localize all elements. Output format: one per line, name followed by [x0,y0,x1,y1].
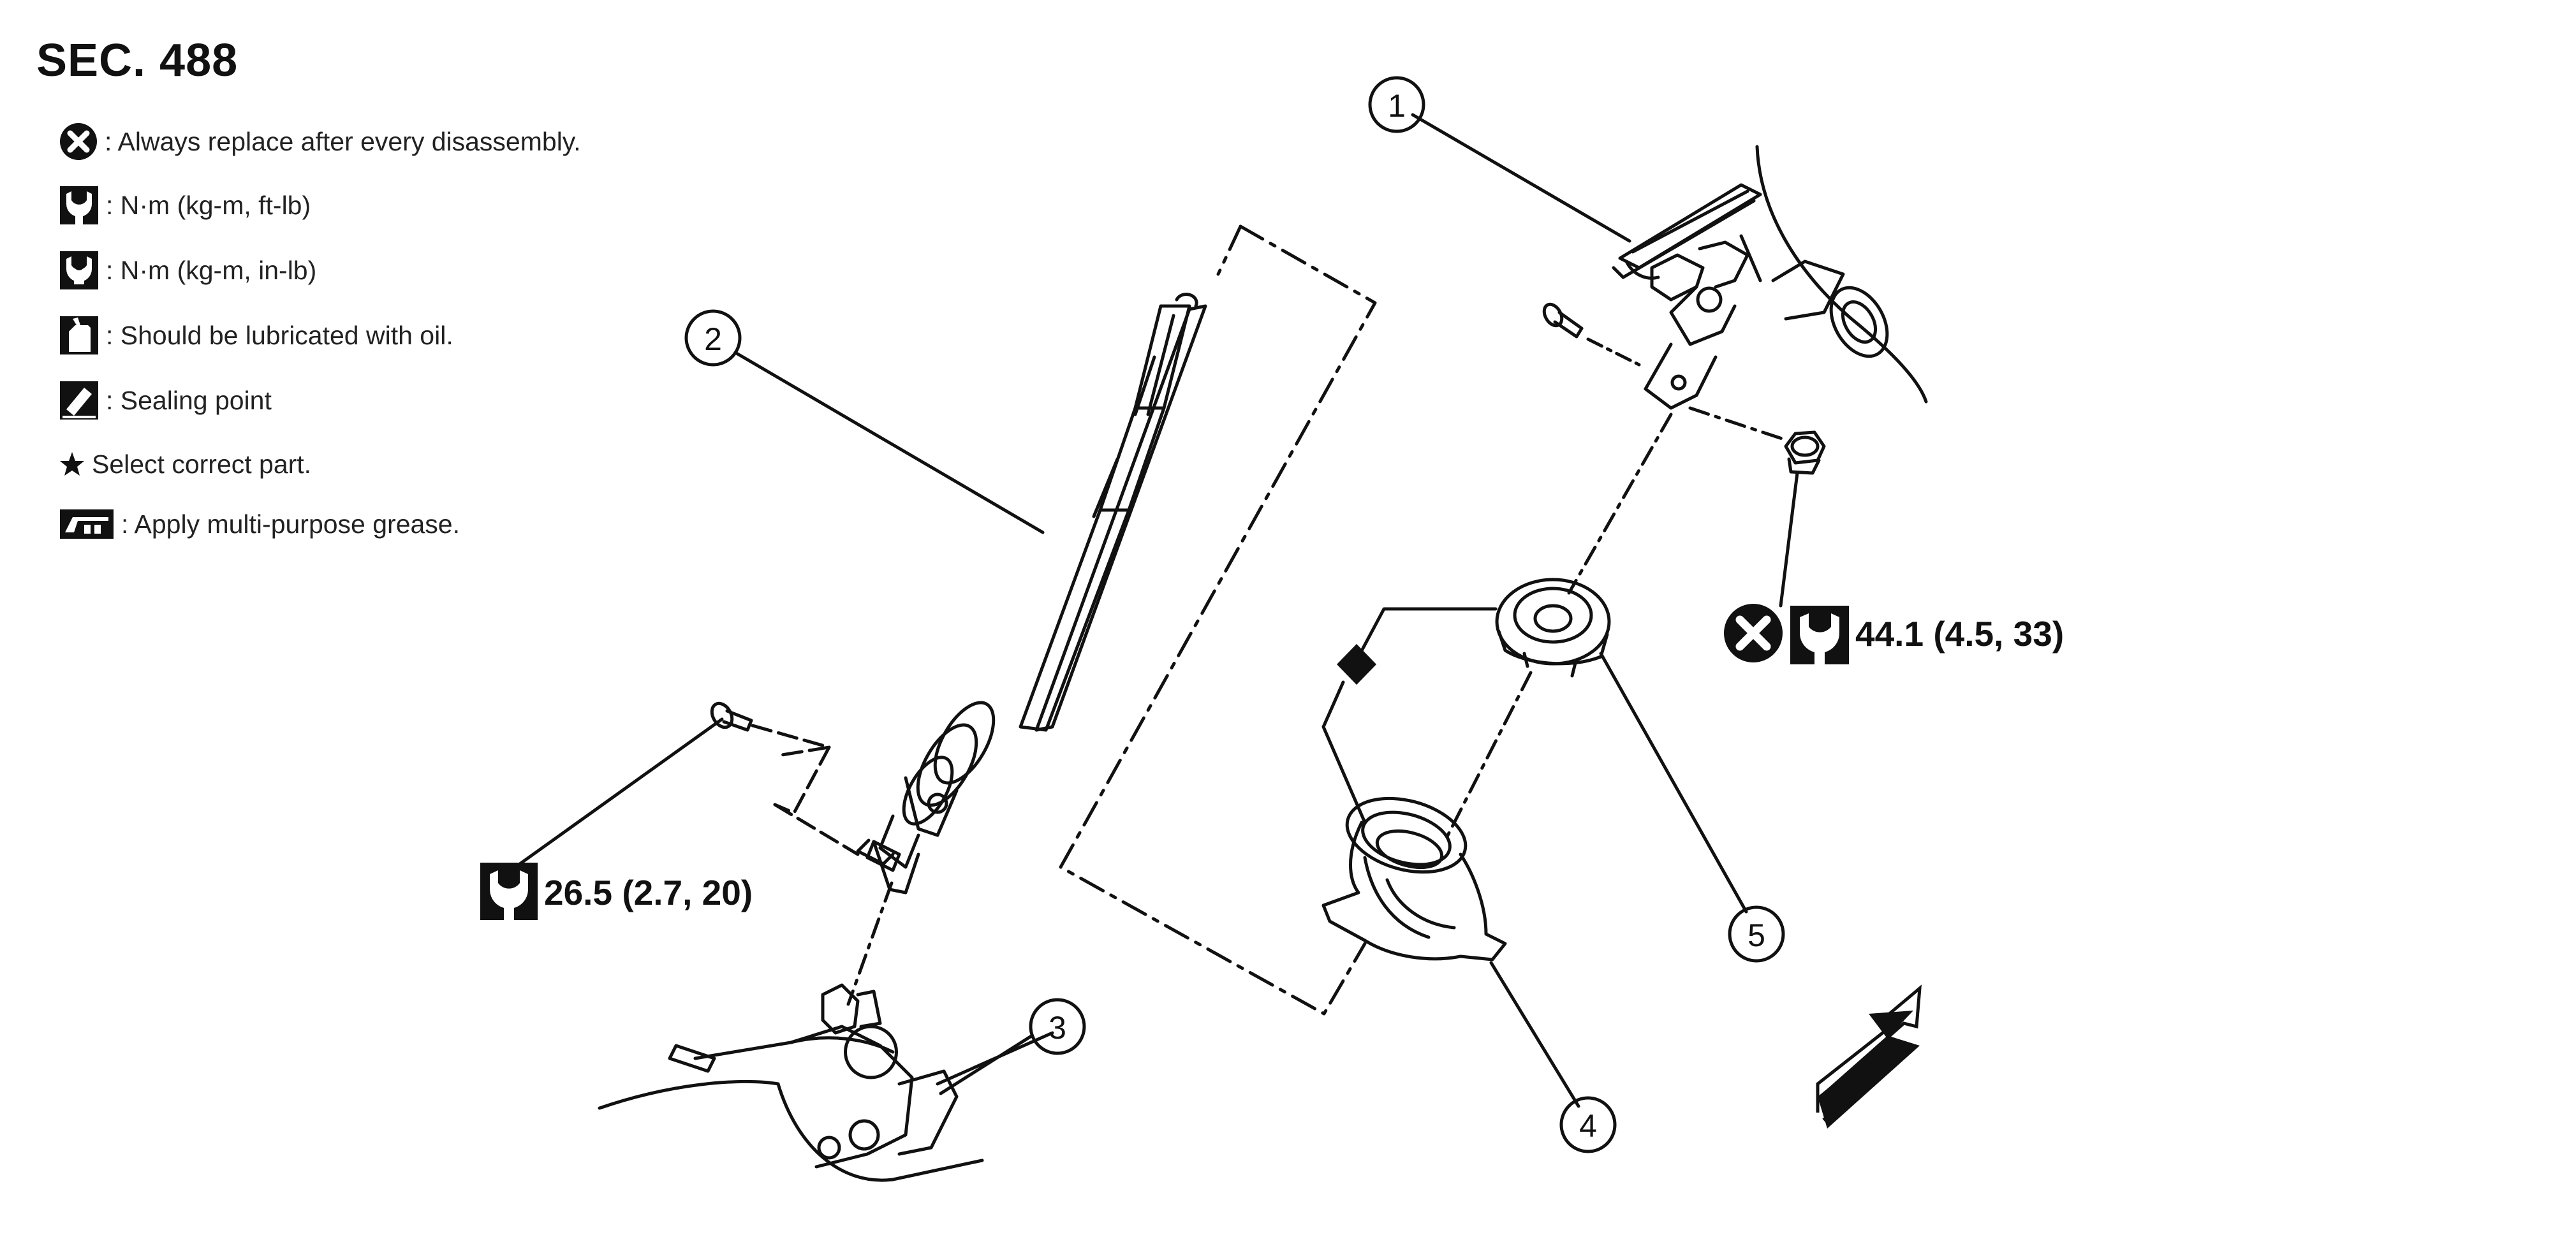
legend-text: : Should be lubricated with oil. [106,320,453,350]
callout-circle [1029,998,1086,1055]
callout-circle [1728,905,1785,963]
bolt-upper [1542,302,1788,442]
intermediate-shaft [856,293,1207,895]
legend-item-torque-ftlb: : N·m (kg-m, ft-lb) [59,185,311,226]
sealing-point-icon [60,381,98,420]
callout-circle [1559,1096,1617,1153]
assembly-group-outline [1059,224,1377,1016]
torque-wrench-icon-upper [1790,606,1849,664]
torque-wrench-icon-lower [480,863,538,920]
always-replace-icon-upper [1724,604,1783,662]
legend-item-select-part: Select correct part. [59,444,311,485]
legend-text: : N·m (kg-m, ft-lb) [106,190,311,220]
steering-gear [598,983,1054,1182]
legend-item-torque-inlb: : N·m (kg-m, in-lb) [59,250,316,291]
callout-number: 3 [1049,1010,1066,1046]
dust-seal [1495,578,1611,678]
leader-4 [1489,961,1580,1108]
callout-number: 5 [1748,917,1765,953]
grease-icon [60,509,114,539]
bolt-lower [518,701,860,866]
always-replace-icon [60,123,97,160]
sealing-leaders [1321,607,1498,824]
legend-text: : Apply multi-purpose grease. [121,509,460,539]
legend-item-always-replace: : Always replace after every disassembly… [59,121,581,162]
callout-circle [1368,76,1425,133]
legend-item-oil: : Should be lubricated with oil. [59,315,453,356]
oil-can-icon [60,316,98,354]
legend-text: Select correct part. [92,449,312,479]
legend-text: : Sealing point [106,385,272,415]
callout-number: 1 [1388,88,1406,124]
leader-5 [1599,652,1748,914]
legend-text: : Always replace after every disassembly… [105,126,581,156]
column-boot [1321,796,1507,961]
leader-2 [733,351,1045,534]
section-title: SEC. 488 [36,35,239,86]
flange-nut [1779,430,1826,608]
legend-item-sealing: : Sealing point [59,380,272,421]
torque-spec-upper: 44.1 (4.5, 33) [1855,614,2064,654]
torque-spec-lower: 26.5 (2.7, 20) [544,873,753,912]
sealing-point-marker [1337,644,1376,685]
callout-circle [684,309,742,367]
callout-number: 4 [1579,1108,1597,1144]
star-icon [60,452,84,476]
leader-1 [1411,113,1631,243]
callout-number: 2 [704,321,722,357]
leader-3 [939,1034,1033,1095]
legend-item-grease: : Apply multi-purpose grease. [59,504,460,544]
torque-wrench-inlb-icon [60,251,98,289]
legend-text: : N·m (kg-m, in-lb) [106,255,317,285]
upper-column-joint [1612,145,1928,410]
front-direction-arrow [1816,984,1922,1129]
torque-wrench-ftlb-icon [60,186,98,224]
